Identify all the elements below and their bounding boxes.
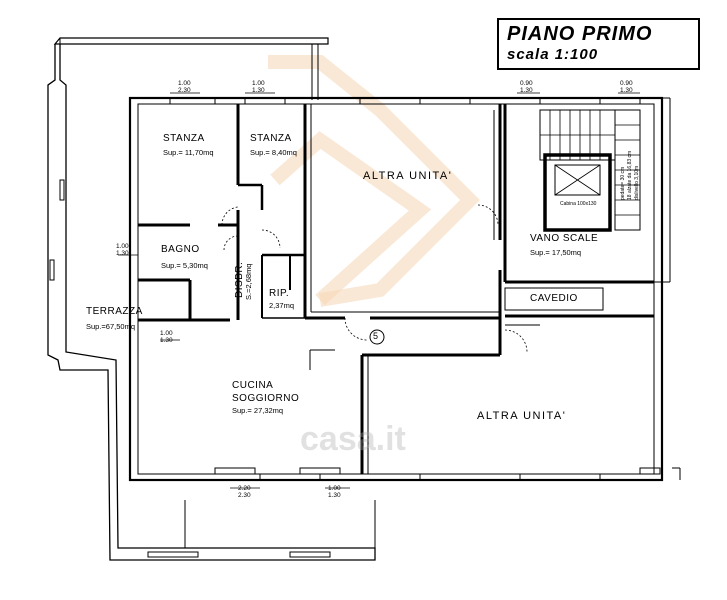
room-vano-scale-label: VANO SCALE <box>530 233 599 244</box>
room-terrazza-label: TERRAZZA <box>86 306 143 317</box>
dim-6-width: 1.00 <box>160 330 173 337</box>
dim-7-height: 2.30 <box>238 492 251 499</box>
room-altra-unita-1-label: ALTRA UNITA' <box>363 170 453 182</box>
lift-cabin-label: Cabina 100x130 <box>560 201 597 207</box>
plan-title: PIANO PRIMO <box>507 23 653 45</box>
dim-4-height: 1.30 <box>620 87 633 94</box>
room-cavedio-label: CAVEDIO <box>530 293 578 304</box>
room-cucina-label: CUCINA <box>232 380 274 391</box>
room-disbr-area: S.=2,68mq <box>244 263 253 300</box>
logo-watermark <box>268 55 480 307</box>
room-terrazza-area: Sup.=67,50mq <box>86 322 135 331</box>
stair-note-1: pedate= 30 cm <box>620 166 626 200</box>
dim-1-width: 1.00 <box>178 80 191 87</box>
room-soggiorno-label: SOGGIORNO <box>232 393 300 404</box>
plan-scale: scala 1:100 <box>507 46 599 63</box>
room-stanza-2-label: STANZA <box>250 133 292 144</box>
room-stanza-2-area: Sup.= 8,40mq <box>250 148 297 157</box>
room-stanza-1-area: Sup.= 11,70mq <box>163 148 214 157</box>
stair-note-2: 18 alzate da 16,83 cm <box>627 150 633 200</box>
dim-2-height: 1.30 <box>252 87 265 94</box>
stair-note-3: dislivello 3,10m <box>634 165 640 200</box>
stair-marker-circle <box>369 329 385 345</box>
dim-8-width: 1.00 <box>328 485 341 492</box>
room-bagno-label: BAGNO <box>161 244 200 255</box>
stair-marker-number: 5 <box>373 331 379 341</box>
dim-7-width: 2.20 <box>238 485 251 492</box>
room-stanza-1-label: STANZA <box>163 133 205 144</box>
room-rip-label: RIP. <box>269 288 290 299</box>
dim-2-width: 1.00 <box>252 80 265 87</box>
dim-5-width: 1.00 <box>116 243 129 250</box>
dim-6-height: 1.30 <box>160 337 173 344</box>
title-block: PIANO PRIMO scala 1:100 <box>497 18 700 70</box>
room-bagno-area: Sup.= 5,30mq <box>161 261 208 270</box>
walls <box>47 37 681 561</box>
room-cucina-area: Sup.= 27,32mq <box>232 406 284 415</box>
dim-3-width: 0.90 <box>520 80 533 87</box>
dimension-ticks <box>118 92 640 489</box>
dim-5-height: 1.30 <box>116 250 129 257</box>
dim-8-height: 1.30 <box>328 492 341 499</box>
dim-3-height: 1.30 <box>520 87 533 94</box>
room-rip-area: 2,37mq <box>269 301 295 310</box>
dim-4-width: 0.90 <box>620 80 633 87</box>
dim-1-height: 2.30 <box>178 87 191 94</box>
room-vano-scale-area: Sup.= 17,50mq <box>530 248 582 257</box>
room-altra-unita-2-label: ALTRA UNITA' <box>477 410 567 422</box>
casa-it-watermark: casa.it <box>300 420 406 458</box>
